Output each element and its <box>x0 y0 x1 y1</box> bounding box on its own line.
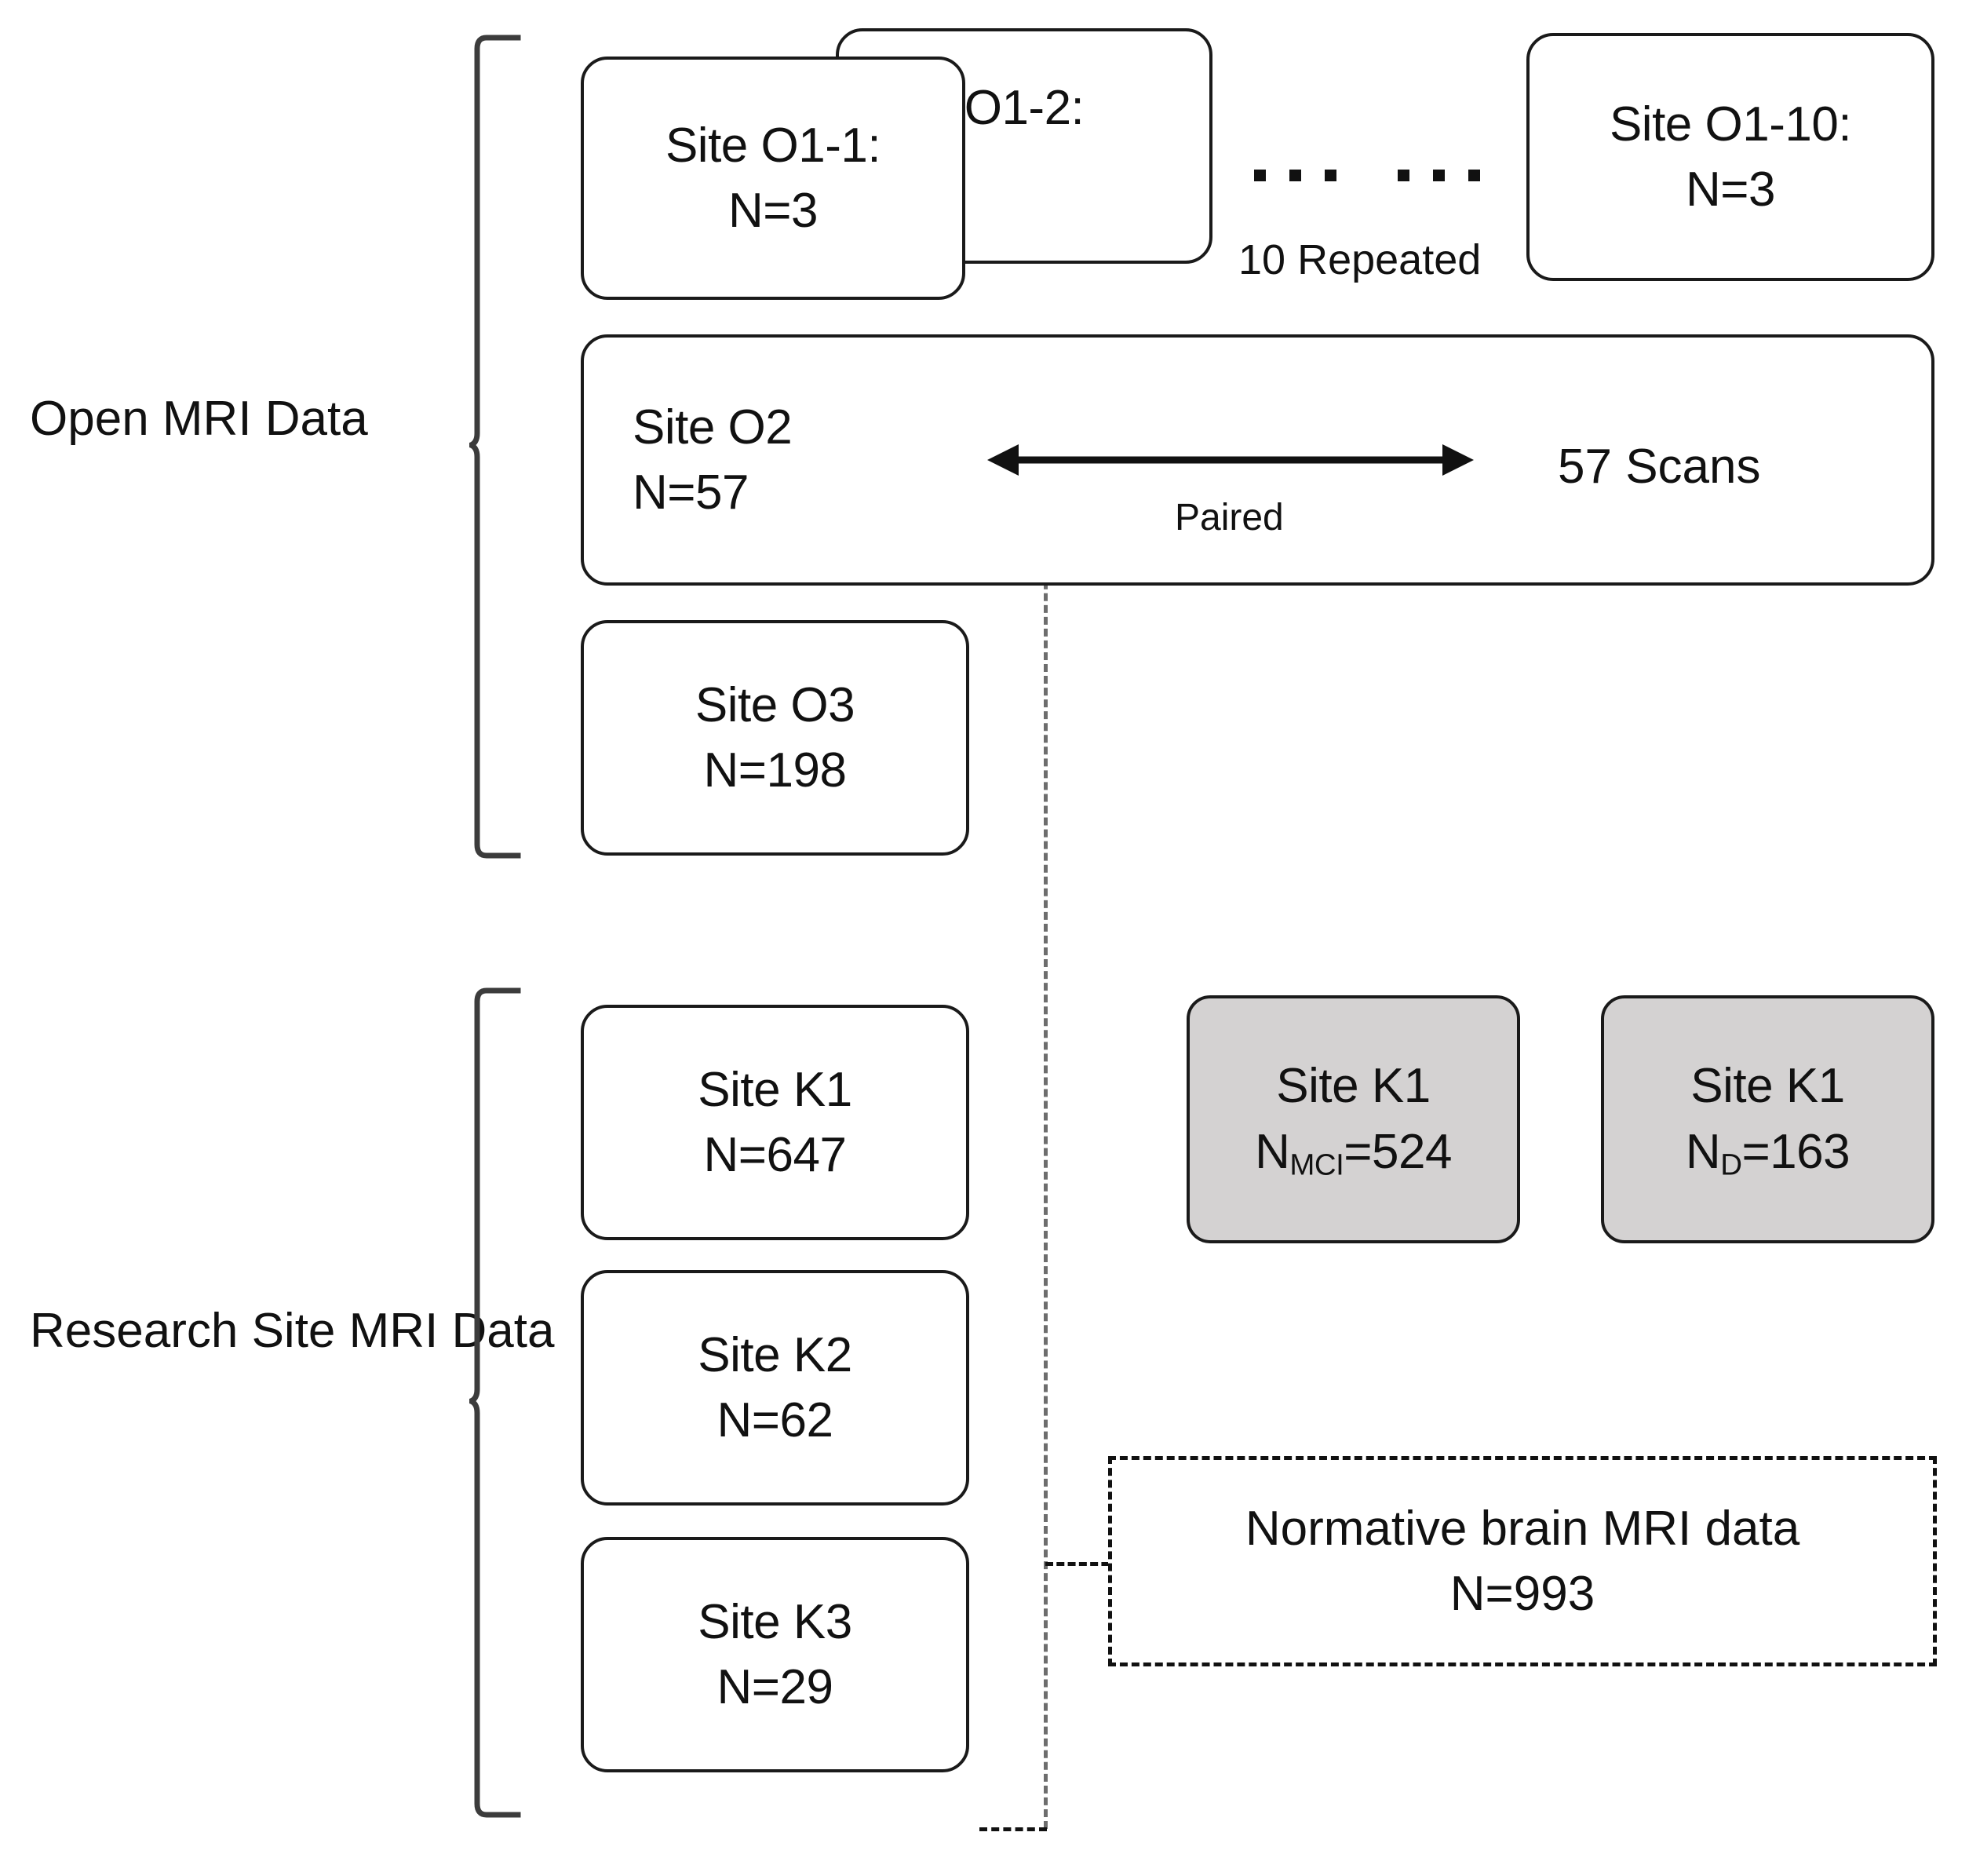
node-site-k1-d[interactable]: Site K1 ND=163 <box>1601 995 1934 1243</box>
node-site-k1-mci[interactable]: Site K1 NMCI=524 <box>1187 995 1520 1243</box>
node-site-k1-mci-line1: Site K1 <box>1276 1059 1431 1114</box>
node-site-k1-mci-line2: NMCI=524 <box>1255 1119 1452 1185</box>
brace-research-group <box>463 987 524 1818</box>
node-site-k2[interactable]: Site K2 N=62 <box>581 1270 969 1506</box>
brace-open-group <box>463 35 524 859</box>
dashed-stub-bottom <box>979 1827 1047 1831</box>
group-label-open-line2: MRI Data <box>162 392 368 446</box>
node-site-o1-1-line1: Site O1-1: <box>665 118 881 173</box>
node-site-k1-d-line2: ND=163 <box>1686 1119 1850 1185</box>
k1-mci-n-subscript: MCI <box>1289 1148 1344 1182</box>
node-site-o3[interactable]: Site O3 N=198 <box>581 620 969 856</box>
k1-d-n-value: =163 <box>1741 1124 1850 1179</box>
node-site-k1[interactable]: Site K1 N=647 <box>581 1005 969 1240</box>
group-label-research: Research Site MRI Data <box>30 1300 555 1363</box>
ellipsis-dots <box>1254 170 1480 181</box>
k1-mci-n-value: =524 <box>1344 1124 1452 1179</box>
group-label-open: Open MRI Data <box>30 388 368 451</box>
paired-arrow-icon <box>987 436 1474 484</box>
group-label-research-line1: Research Site <box>30 1304 336 1358</box>
vertical-dashed-connector <box>1044 369 1048 1829</box>
node-normative-brain-mri-data[interactable]: Normative brain MRI data N=993 <box>1108 1456 1937 1666</box>
node-site-o1-2[interactable]: O1-2: <box>836 28 1212 264</box>
k1-d-n-symbol: N <box>1685 1124 1721 1179</box>
k1-d-n-subscript: D <box>1720 1148 1742 1182</box>
node-site-k3-line2: N=29 <box>716 1660 833 1714</box>
paired-label: Paired <box>1175 497 1284 538</box>
node-site-o2-line1: Site O2 <box>633 400 793 454</box>
node-site-o1-2-line1: O1-2: <box>964 81 1085 135</box>
node-normative-line2: N=993 <box>1449 1567 1595 1621</box>
repeat-note: 10 Repeated <box>1238 236 1482 283</box>
node-site-o3-line1: Site O3 <box>695 677 855 732</box>
dashed-connector-to-normative <box>1045 1562 1132 1566</box>
node-normative-line1: Normative brain MRI data <box>1245 1501 1800 1556</box>
node-site-k2-line2: N=62 <box>716 1393 833 1447</box>
node-site-o2-line2: N=57 <box>633 465 749 520</box>
node-site-k1-d-line1: Site K1 <box>1690 1059 1845 1114</box>
node-site-k3-line1: Site K3 <box>698 1594 852 1649</box>
o2-scans-label: 57 Scans <box>1558 440 1761 494</box>
node-site-o1-10-line1: Site O1-10: <box>1609 97 1852 151</box>
node-site-o1-10-line2: N=3 <box>1686 162 1775 217</box>
k1-mci-n-symbol: N <box>1255 1124 1290 1179</box>
node-site-o3-line2: N=198 <box>703 743 847 797</box>
node-site-k3[interactable]: Site K3 N=29 <box>581 1537 969 1772</box>
node-site-k2-line1: Site K2 <box>698 1327 852 1382</box>
node-site-k1-line2: N=647 <box>703 1128 847 1182</box>
group-label-research-line2: MRI Data <box>348 1304 555 1358</box>
node-site-k1-line1: Site K1 <box>698 1062 852 1117</box>
node-site-o1-1[interactable]: Site O1-1: N=3 <box>581 57 965 300</box>
node-site-o1-1-line2: N=3 <box>728 184 818 238</box>
node-site-o1-10[interactable]: Site O1-10: N=3 <box>1526 33 1934 281</box>
group-label-open-line1: Open <box>30 392 149 446</box>
